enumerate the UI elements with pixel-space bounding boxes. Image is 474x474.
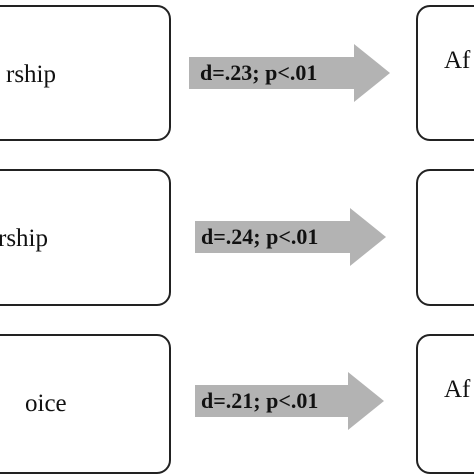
right-box-1: Af	[416, 5, 474, 141]
left-box-2: rship	[0, 169, 171, 306]
arrow-shape	[195, 372, 384, 430]
effect-stat: d=.23; p<.01	[200, 60, 318, 85]
left-box-3: oice	[0, 334, 171, 474]
arrow-shape	[189, 44, 390, 102]
left-box-label: rship	[6, 61, 56, 88]
effect-stat: d=.24; p<.01	[201, 224, 319, 249]
effect-arrow-1: d=.23; p<.01	[189, 44, 390, 102]
left-box-1: rship	[0, 5, 171, 141]
effect-arrow-3: d=.21; p<.01	[195, 372, 384, 430]
right-box-2	[416, 169, 474, 306]
left-box-label: rship	[0, 225, 48, 252]
left-box-label: oice	[25, 390, 67, 417]
right-box-3: Af	[416, 334, 474, 474]
right-box-label: Af	[444, 376, 471, 403]
right-box-label: Af	[444, 47, 471, 74]
arrow-shape	[195, 208, 386, 266]
effect-arrow-2: d=.24; p<.01	[195, 208, 386, 266]
effect-stat: d=.21; p<.01	[201, 388, 319, 413]
